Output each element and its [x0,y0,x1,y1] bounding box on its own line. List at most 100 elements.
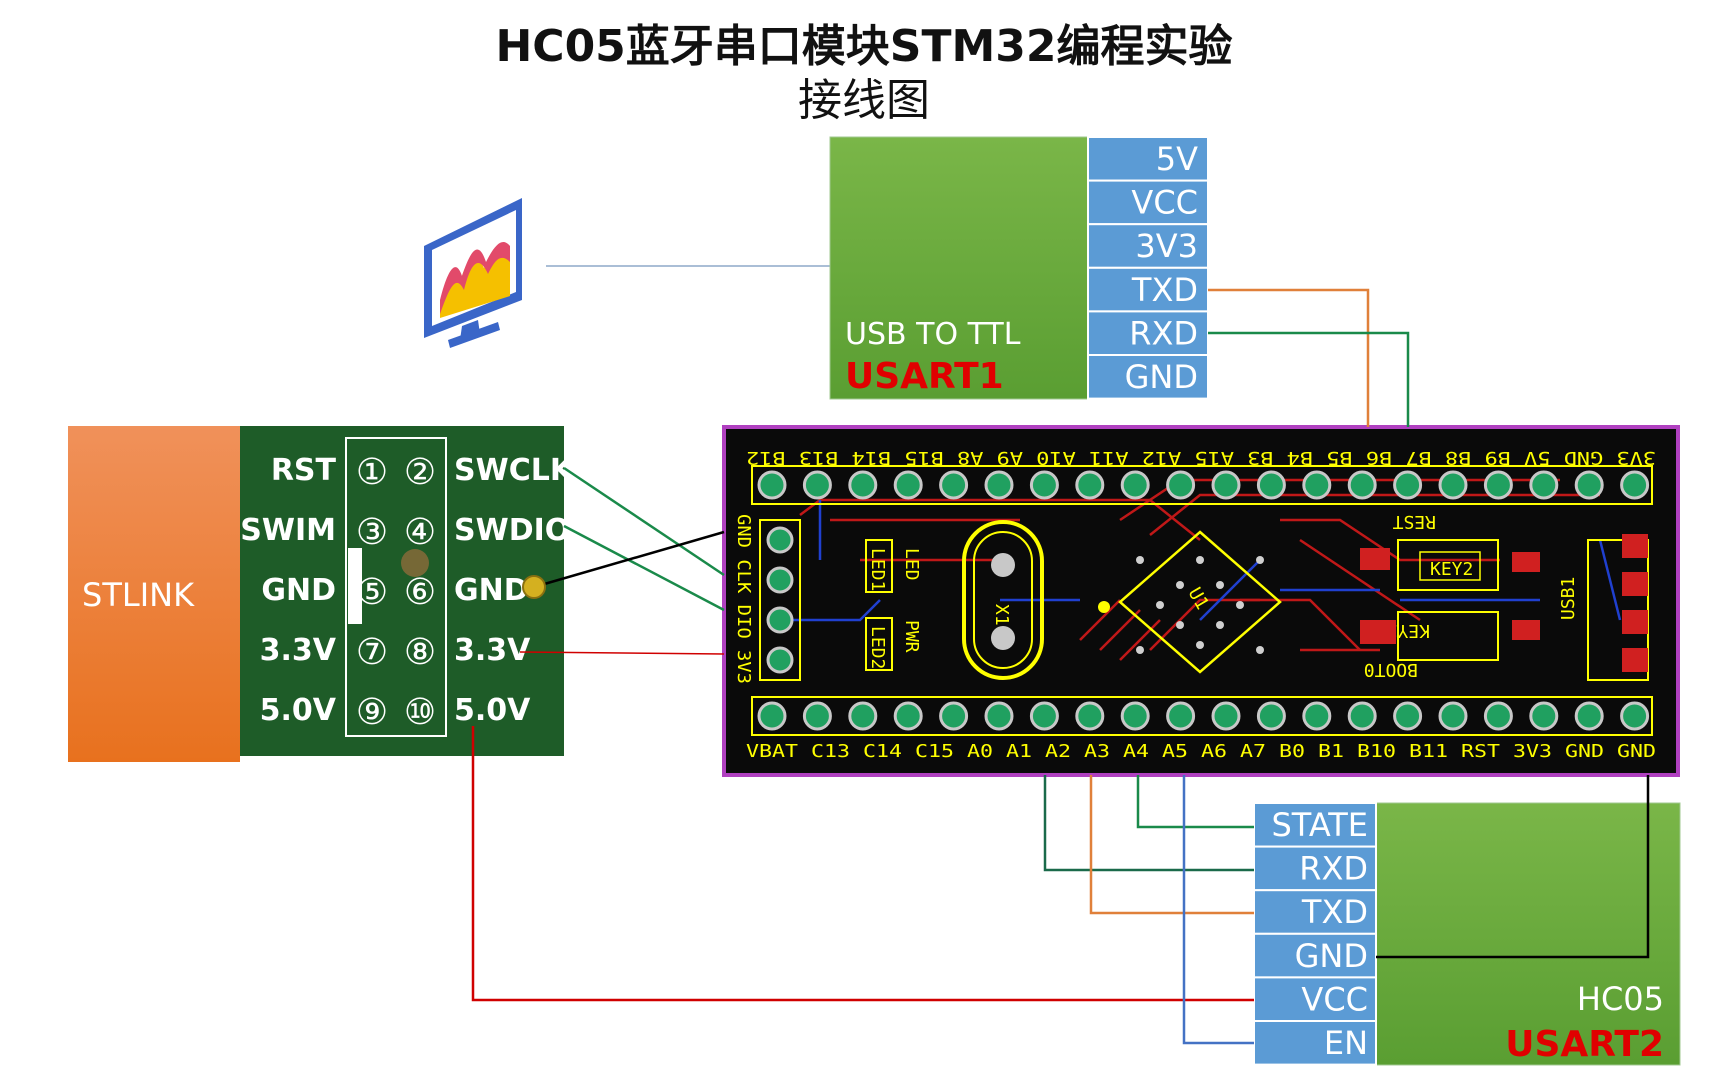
pcb-header-hole [1120,470,1150,500]
wire-a2-to-hc05-rxd [1043,775,1254,872]
usart2-label: USART2 [1505,1024,1664,1065]
pcb-header-hole [1302,701,1332,731]
stlink-left-pin-label: 5.0V [260,693,337,728]
wire-5v-to-hc05-vcc [471,726,1254,1002]
stm32-board: 3V3 GND 5V B9 B8 B7 B6 B5 B4 B3 A15 A12 … [722,425,1680,777]
pcb-header-hole [802,701,832,731]
wire-gnd-to-hc05-gnd [1376,775,1650,959]
pcb-header-hole [1529,701,1559,731]
usbttl-pin-label: GND [1125,358,1198,396]
wire-gnd-to-gnd [533,530,725,589]
stlink-pin-number: ⑤ [356,572,388,613]
pcb-header-hole [848,470,878,500]
pcb-key1-label: KEY2 [1387,620,1430,641]
pcb-header-hole [1120,701,1150,731]
stlink-pin-number: ⑧ [404,632,436,673]
hc05-pin-box [1253,802,1377,848]
pcb-swd-hole [766,526,794,554]
wire-a5-to-hc05-en [1182,775,1254,1045]
computer-monitor-icon [424,198,522,348]
stlink-pin6-marker [401,549,429,577]
pcb-usb-pad [1622,572,1648,596]
pcb-header-hole [1029,470,1059,500]
pcb-header-hole [893,701,923,731]
pcb-header-hole [1256,470,1286,500]
pcb-header-hole [1166,701,1196,731]
pcb-header-hole [802,470,832,500]
wire-a4-to-hc05-state [1136,775,1254,829]
diagram-subtitle: 接线图 [798,75,930,126]
pcb-header-hole [1075,701,1105,731]
stlink-left-pin-label: 3.3V [260,633,337,668]
hc05-pin-label: STATE [1271,806,1368,844]
pcb-header-hole [939,701,969,731]
pcb-via [1156,601,1164,609]
stlink-left-pin-label: GND [261,573,336,608]
diagram-title: HC05蓝牙串口模块STM32编程实验 [495,21,1233,72]
pcb-header-hole [1438,701,1468,731]
pcb-via [1176,621,1184,629]
stlink-right-pin-label: 5.0V [454,693,531,728]
pcb-header-hole [1529,470,1559,500]
stlink-left-pin-label: SWIM [240,513,336,548]
wire-swclk-to-clk [563,466,725,577]
pcb-header-hole [1211,701,1241,731]
usb-ttl-label: USB TO TTL [845,317,1021,352]
usbttl-pin-label: VCC [1131,184,1198,222]
pcb-header-hole [939,470,969,500]
stlink-right-pin-label: GND [454,573,529,608]
pcb-usb-pad [1622,648,1648,672]
usbttl-pin-box [1087,266,1209,313]
pcb-pwr-label: PWR [901,620,922,653]
pcb-header-hole [1483,470,1513,500]
pcb-header-hole [893,470,923,500]
stlink-pin-number: ⑨ [356,692,388,733]
pcb-via [1136,646,1144,654]
hc05-label: HC05 [1577,980,1664,1018]
pcb-via [1136,556,1144,564]
pcb-header-hole [1438,470,1468,500]
pcb-x1-label: X1 [991,604,1012,626]
hc05-pin-label: GND [1295,937,1368,975]
pcb-key2-label: KEY2 [1430,559,1473,580]
pcb-header-hole [1620,701,1650,731]
pcb-swd-hole [766,606,794,634]
hc05-pin-box [1253,976,1377,1023]
pcb-swd-header-label: GND CLK DIO 3V3 [733,514,754,684]
usart1-label: USART1 [845,356,1004,397]
usbttl-pin-box [1087,354,1209,400]
stlink-label: STLINK [82,576,195,614]
pcb-swd-hole [766,646,794,674]
pcb-header-hole [1347,470,1377,500]
stlink-pin-number: ④ [404,512,436,553]
stlink-pin-number: ② [404,452,436,493]
stlink-left-pin-label: RST [271,453,337,488]
pcb-header-hole [1211,470,1241,500]
stlink-pin-number: ⑦ [356,632,388,673]
pcb-via [1216,581,1224,589]
pcb-bottom-pin-labels: VBAT C13 C14 C15 A0 A1 A2 A3 A4 A5 A6 A7… [746,741,1656,762]
pcb-usb1-label: USB1 [1558,577,1579,620]
hc05-pin-label: TXD [1301,893,1368,931]
wire-ttl-rxd-to-a9 [1208,331,1410,427]
pcb-header-hole [757,470,787,500]
pcb-header-hole [1347,701,1377,731]
hc05-pin-label: VCC [1301,980,1368,1018]
pcb-header-hole [984,701,1014,731]
pcb-header-hole [1483,701,1513,731]
pcb-header-hole [1029,701,1059,731]
pcb-top-pin-labels: 3V3 GND 5V B9 B8 B7 B6 B5 B4 B3 A15 A12 … [746,447,1656,468]
stlink-pin-number: ① [356,452,388,493]
stlink-right-pin-label: SWCLK [454,453,575,488]
pcb-via [1236,601,1244,609]
pcb-crystal [962,520,1044,680]
pcb-via [1256,556,1264,564]
pcb-rest-label: REST [1392,511,1436,532]
pcb-header-hole [984,470,1014,500]
wire-a3-to-hc05-txd [1089,775,1254,915]
usbttl-pin-label: 3V3 [1135,227,1198,265]
pcb-via [1196,641,1204,649]
usbttl-pin-label: RXD [1129,314,1198,352]
pcb-via [1256,646,1264,654]
